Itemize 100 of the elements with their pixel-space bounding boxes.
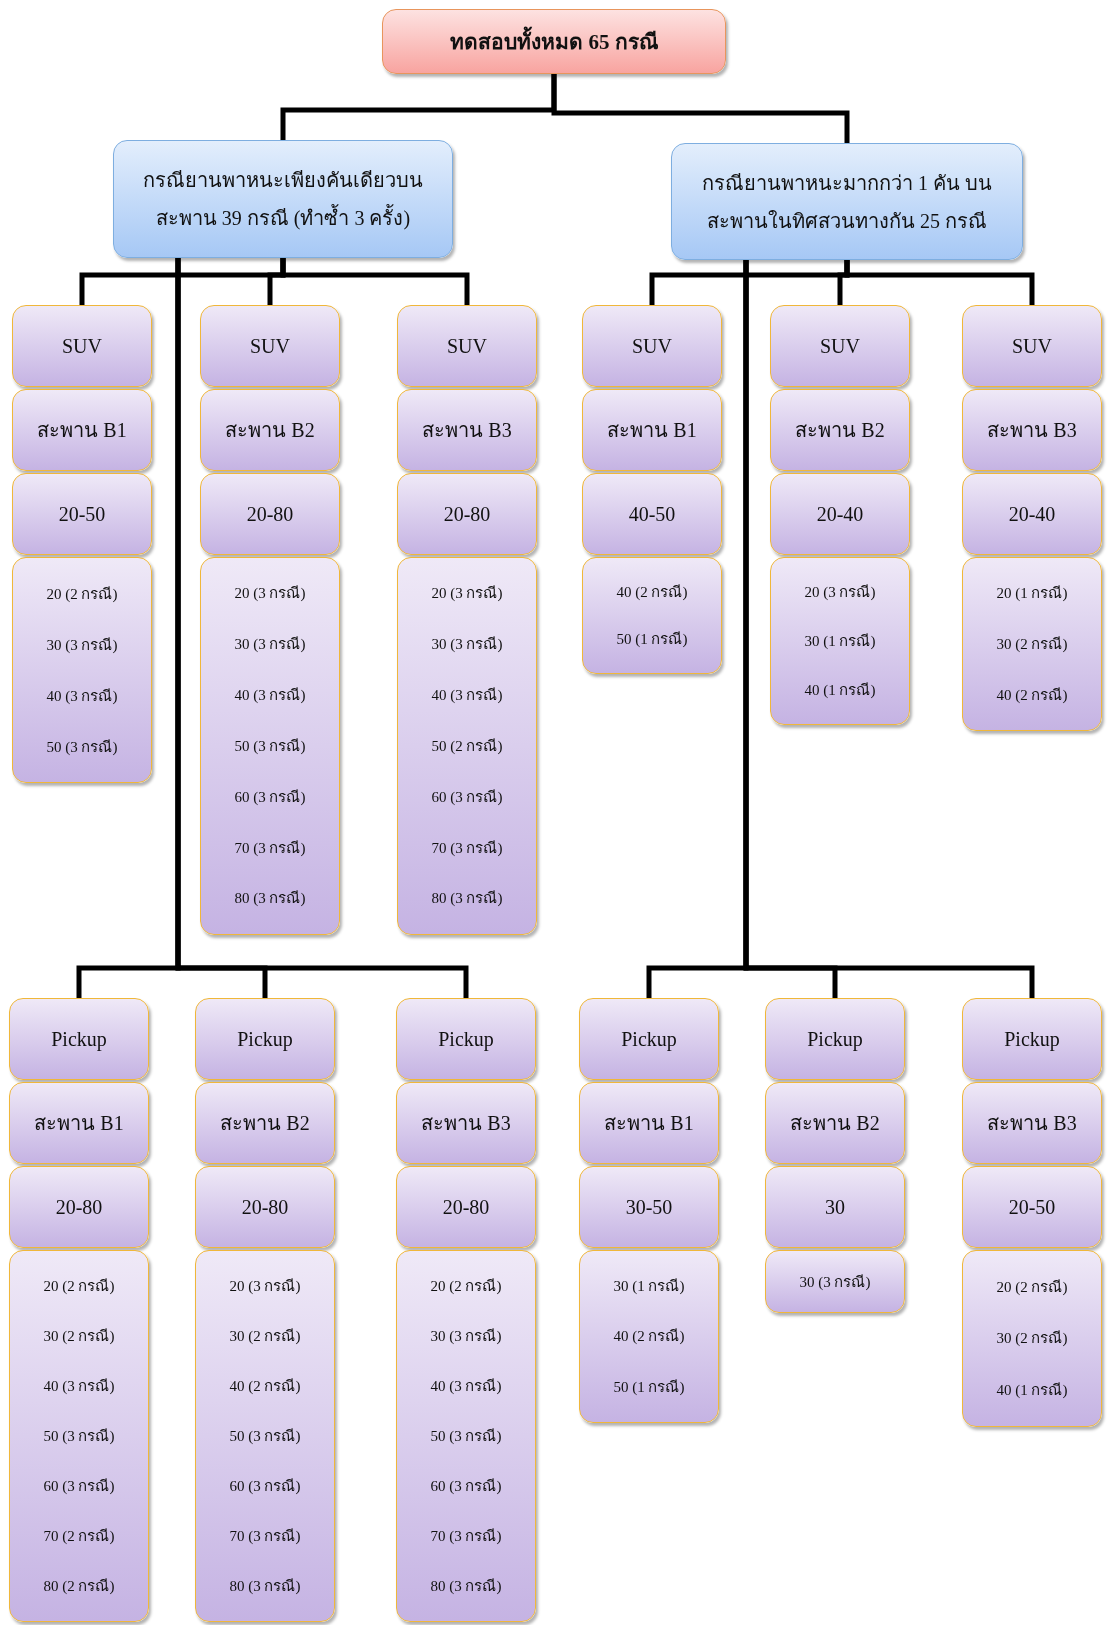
item-box [962,305,1102,387]
node-text: 50 (1 กรณี) [613,1377,685,1397]
node-text: 70 (3 กรณี) [431,838,503,858]
node-text: สะพาน B1 [604,1111,694,1136]
node-text: 30 (3 กรณี) [431,635,503,655]
node-text: 60 (3 กรณี) [431,787,503,807]
item-box [397,473,537,555]
item-box [200,473,340,555]
case-list-box [397,557,537,935]
node-text: 50 (2 กรณี) [431,736,503,756]
node-text: 70 (3 กรณี) [430,1527,502,1546]
node-text: SUV [250,334,290,358]
item-box [12,389,152,471]
node-text: 20-40 [1008,502,1056,526]
item-box [579,1082,719,1164]
item-box [765,1082,905,1164]
node-text: 60 (3 กรณี) [234,787,306,807]
case-list-box [396,1250,536,1622]
node-text: 40 (2 กรณี) [613,1327,685,1347]
node-text: สะพาน B3 [422,418,512,443]
case-list-box [579,1250,719,1423]
item-box [195,1082,335,1164]
item-box [579,998,719,1080]
node-text: 20-80 [442,1195,490,1219]
node-text: สะพาน B2 [220,1111,310,1136]
node-text: Pickup [438,1027,494,1051]
node-text: สะพาน B3 [421,1111,511,1136]
node-text: ทดสอบทั้งหมด 65 กรณี [450,25,658,58]
node-text: 60 (3 กรณี) [43,1477,115,1496]
node-text: สะพาน B3 [987,1111,1077,1136]
node-text: 40-50 [628,502,676,526]
item-box [200,389,340,471]
item-box [579,1166,719,1248]
item-box [582,389,722,471]
node-text: 20 (2 กรณี) [430,1277,502,1296]
node-text: 20 (3 กรณี) [804,583,876,603]
node-text: สะพาน B3 [987,418,1077,443]
node-text: 40 (1 กรณี) [804,680,876,700]
node-text: 20 (1 กรณี) [996,584,1068,604]
node-text: 20 (3 กรณี) [234,584,306,604]
item-box [200,305,340,387]
case-list-box [962,1250,1102,1427]
item-box [962,1082,1102,1164]
node-text: Pickup [807,1027,863,1051]
node-text: 70 (3 กรณี) [234,838,306,858]
case-list-box [582,557,722,674]
case-list-box [770,557,910,725]
node-text: 20 (3 กรณี) [229,1277,301,1296]
node-text: 40 (3 กรณี) [431,686,503,706]
title-box [382,9,726,74]
node-text: กรณียานพาหนะเพียงคันเดียวบน สะพาน 39 กรณี (ทำซ้ำ 3 ครั้ง) [142,168,424,232]
node-text: 30 (3 กรณี) [430,1327,502,1346]
item-box [397,305,537,387]
node-text: SUV [1012,334,1052,358]
node-text: 50 (3 กรณี) [234,736,306,756]
node-text: 60 (3 กรณี) [229,1477,301,1496]
item-box [9,998,149,1080]
node-text: 30 (1 กรณี) [804,632,876,651]
case-list-box [9,1250,149,1622]
item-box [962,473,1102,555]
item-box [397,389,537,471]
node-text: 30 (2 กรณี) [229,1327,301,1346]
node-text: 40 (2 กรณี) [996,685,1068,705]
case-list-box [12,557,152,783]
item-box [12,473,152,555]
node-text: 20 (3 กรณี) [431,584,503,604]
node-text: 40 (3 กรณี) [46,686,118,706]
node-text: 50 (1 กรณี) [616,630,688,650]
node-text: สะพาน B1 [34,1111,124,1136]
node-text: SUV [447,334,487,358]
node-text: 20-80 [55,1195,103,1219]
node-text: 80 (3 กรณี) [229,1577,301,1596]
node-text: 50 (3 กรณี) [46,737,118,757]
item-box [195,1166,335,1248]
node-text: 20-80 [241,1195,289,1219]
category-box [113,140,453,258]
connector-line [280,258,470,305]
node-text: Pickup [237,1027,293,1051]
node-text: 40 (3 กรณี) [234,686,306,706]
item-box [962,389,1102,471]
node-text: Pickup [1004,1027,1060,1051]
item-box [12,305,152,387]
node-text: 20 (2 กรณี) [43,1277,115,1296]
node-text: 50 (3 กรณี) [430,1427,502,1446]
node-text: 30 (2 กรณี) [996,635,1068,654]
connector-line [175,258,469,998]
case-list-box [765,1250,905,1313]
item-box [9,1082,149,1164]
connector-line [844,260,1035,305]
item-box [396,1082,536,1164]
node-text: 80 (3 กรณี) [430,1577,502,1596]
item-box [582,473,722,555]
node-text: 40 (1 กรณี) [996,1381,1068,1401]
node-text: 20-80 [246,502,294,526]
node-text: 80 (3 กรณี) [431,889,503,909]
node-text: Pickup [621,1027,677,1051]
item-box [765,1166,905,1248]
node-text: 20-40 [816,502,864,526]
node-text: 20-50 [58,502,106,526]
node-text: 60 (3 กรณี) [430,1477,502,1496]
